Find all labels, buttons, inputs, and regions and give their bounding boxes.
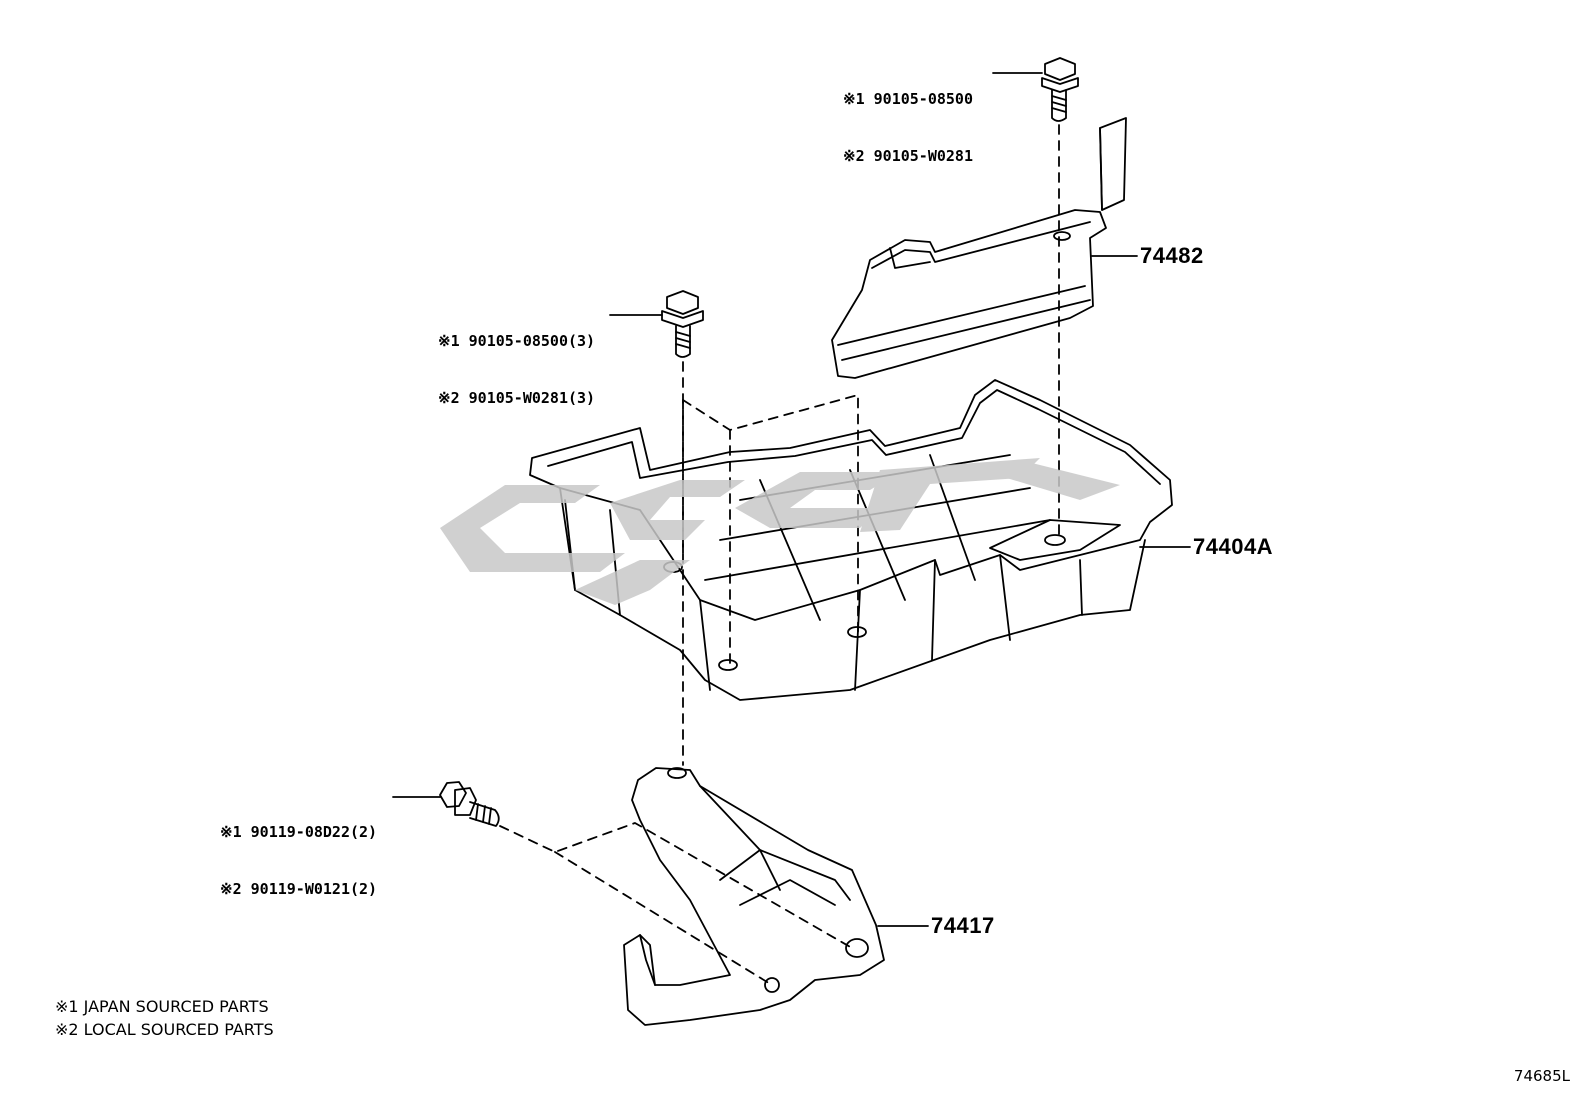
- battery-tray-74404A: [530, 380, 1172, 700]
- bottom-bolt-partno-japan: ※1 90119-08D22(2): [220, 823, 378, 841]
- bracket-74417: [624, 768, 884, 1025]
- part-label-tray: 74404A: [1193, 534, 1274, 559]
- part-label-clamp: 74482: [1140, 243, 1204, 268]
- top-bolt-callout: ※1 90105-08500 ※2 90105-W0281: [843, 52, 973, 185]
- watermark-logo: [440, 458, 1120, 605]
- left-bolt-icon: [662, 291, 703, 357]
- top-bolt-partno-local: ※2 90105-W0281: [843, 147, 973, 165]
- left-bolt-partno-japan: ※1 90105-08500(3): [438, 332, 596, 350]
- part-label-bracket: 74417: [931, 913, 995, 938]
- clamp-74482: [832, 118, 1126, 378]
- legend: ※1 JAPAN SOURCED PARTS ※2 LOCAL SOURCED …: [55, 995, 274, 1041]
- top-bolt-partno-japan: ※1 90105-08500: [843, 90, 973, 108]
- legend-note-local: ※2 LOCAL SOURCED PARTS: [55, 1020, 274, 1039]
- legend-note-japan: ※1 JAPAN SOURCED PARTS: [55, 997, 269, 1016]
- left-bolt-callout: ※1 90105-08500(3) ※2 90105-W0281(3): [438, 294, 595, 427]
- bottom-bolt-callout: ※1 90119-08D22(2) ※2 90119-W0121(2): [220, 785, 377, 918]
- bottom-bolt-icon: [440, 782, 499, 826]
- bottom-bolt-partno-local: ※2 90119-W0121(2): [220, 880, 378, 898]
- diagram-code: 74685L: [1513, 1067, 1570, 1085]
- top-bolt-icon: [1042, 58, 1078, 121]
- left-bolt-partno-local: ※2 90105-W0281(3): [438, 389, 596, 407]
